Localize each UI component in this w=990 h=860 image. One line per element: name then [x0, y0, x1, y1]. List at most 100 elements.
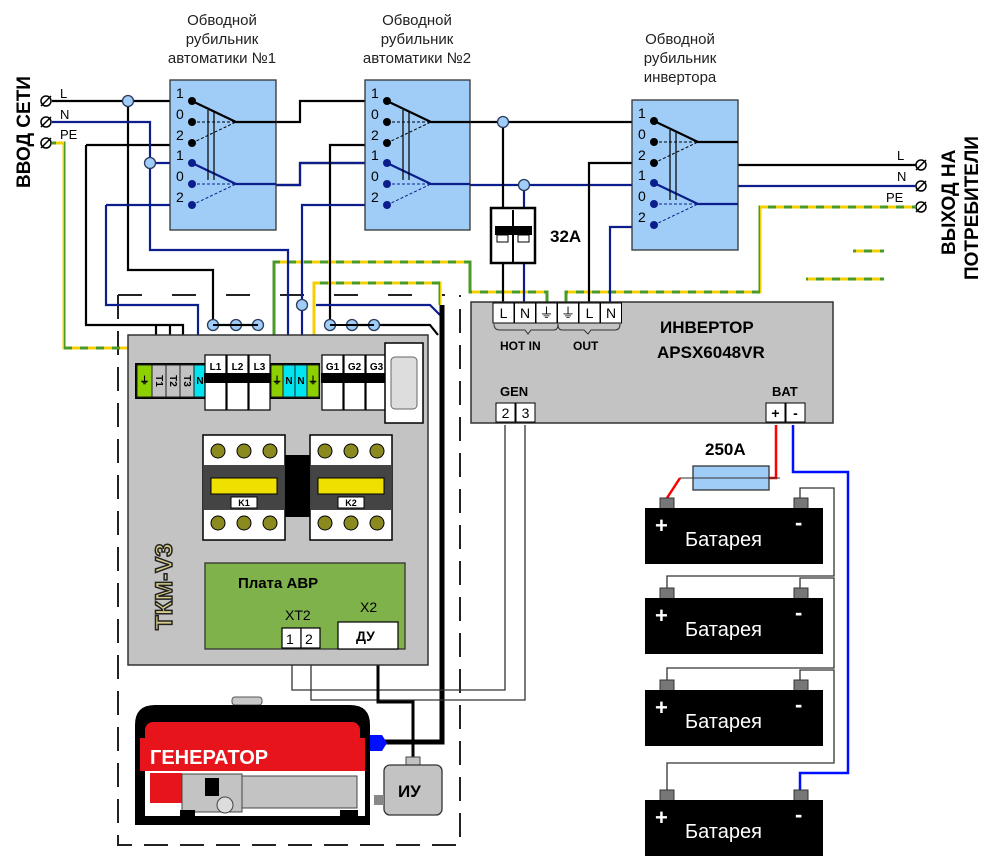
inverter-name: ИНВЕРТОР	[660, 318, 754, 337]
battery-label: Батарея	[685, 821, 762, 843]
switch-2-title: Обводной рубильник автоматики №2	[363, 12, 471, 67]
battery-minus-wire	[791, 425, 850, 790]
svg-text:N: N	[297, 376, 304, 387]
hot-in-terminal[interactable]: L	[492, 302, 515, 324]
out-terminal[interactable]: N	[600, 302, 622, 324]
hot-in-terminal[interactable]: N	[514, 302, 536, 324]
gen-control-wire-2	[291, 425, 506, 691]
svg-text:N: N	[285, 376, 292, 387]
input-label-PE: PE	[60, 127, 78, 142]
tkm-terminal-T1[interactable]: T1	[151, 364, 167, 398]
wires	[52, 99, 916, 790]
switch-position-label: 0	[176, 168, 184, 184]
gen-terminal-3[interactable]: 3	[515, 402, 536, 423]
enclosure-dashed-outline	[117, 294, 461, 846]
svg-text:инвертора: инвертора	[644, 69, 717, 86]
switch-position-label: 0	[176, 106, 184, 122]
output-label-line1: ВЫХОД НА	[939, 149, 960, 255]
switch-position-label: 1	[638, 105, 646, 121]
output-terminal-L[interactable]	[915, 159, 927, 171]
battery: +-Батарея	[645, 497, 823, 564]
fuse-250a[interactable]	[680, 465, 780, 491]
iu-actuator[interactable]: ИУ	[374, 756, 443, 816]
switch-position-label: 1	[176, 85, 184, 101]
tkm-terminal-T3[interactable]: T3	[179, 364, 195, 398]
out-terminal[interactable]: L	[578, 302, 601, 324]
svg-text:Обводной: Обводной	[645, 31, 715, 48]
battery-plus-wire	[769, 425, 778, 480]
tkm-breaker-L1[interactable]: L1	[204, 354, 227, 411]
switch-3-title: Обводной рубильник инвертора	[644, 31, 717, 86]
tkm-mid-terminal[interactable]: ⏚	[270, 364, 284, 398]
svg-text:G1: G1	[326, 362, 340, 373]
tkm-breaker-G2[interactable]: G2	[343, 354, 366, 411]
tkm-breaker-G1[interactable]: G1	[321, 354, 344, 411]
svg-text:K1: K1	[238, 498, 250, 508]
svg-text:Обводной: Обводной	[382, 12, 452, 29]
remote-start-wire	[376, 650, 415, 758]
contactor-K2[interactable]: K2	[309, 434, 393, 541]
inverter-bat-label: BAT	[772, 384, 798, 399]
input-terminal-PE[interactable]	[40, 137, 52, 149]
switch-position-label: 2	[371, 127, 379, 143]
svg-text:N: N	[606, 305, 616, 321]
tkm-mid-terminal[interactable]: N	[294, 364, 308, 398]
fuse-rating: 250A	[705, 440, 746, 459]
xt2-pin-2[interactable]: 2	[300, 627, 321, 649]
svg-text:T3: T3	[181, 375, 192, 387]
out-terminal[interactable]: ⏚	[557, 302, 579, 324]
svg-text:⏚: ⏚	[308, 375, 318, 387]
battery-plus-sign: +	[655, 805, 668, 830]
tkm-terminal-T2[interactable]: T2	[165, 364, 181, 398]
switch-position-label: 1	[176, 147, 184, 163]
xt2-label: XT2	[285, 607, 311, 623]
x2-remote-terminal[interactable]: ДУ	[337, 621, 399, 650]
svg-text:-: -	[793, 405, 798, 421]
switch-position-label: 0	[638, 188, 646, 204]
battery: +-Батарея	[645, 587, 823, 654]
xt2-pin-1[interactable]: 1	[281, 627, 302, 649]
tkm-breaker-L2[interactable]: L2	[226, 354, 249, 411]
bat-plus-terminal[interactable]: +	[765, 402, 786, 423]
svg-text:автоматики №1: автоматики №1	[168, 50, 276, 67]
ats-board-title: Плата АВР	[238, 575, 318, 592]
gen-terminal-2[interactable]: 2	[495, 402, 516, 423]
bat-minus-terminal[interactable]: -	[785, 402, 806, 423]
tkm-breaker-L3[interactable]: L3	[248, 354, 271, 411]
tkm-relay-module	[384, 342, 424, 424]
inverter-hot-in-label: HOT IN	[500, 339, 541, 353]
svg-text:⏚: ⏚	[140, 375, 150, 387]
battery: +-Батарея	[645, 789, 823, 856]
input-terminal-L[interactable]	[40, 95, 52, 107]
gen-control-wire-3	[310, 425, 526, 701]
svg-text:рубильник: рубильник	[381, 31, 454, 48]
input-terminal-N[interactable]	[40, 116, 52, 128]
switch-position-label: 1	[638, 167, 646, 183]
svg-text:G2: G2	[348, 362, 362, 373]
svg-text:⏚: ⏚	[540, 305, 554, 321]
svg-text:⏚: ⏚	[272, 375, 282, 387]
svg-text:⏚: ⏚	[561, 305, 575, 321]
svg-text:K2: K2	[345, 498, 357, 508]
output-terminal-N[interactable]	[915, 180, 927, 192]
contactor-K1[interactable]: K1	[202, 434, 286, 541]
svg-text:T1: T1	[153, 375, 164, 387]
generator: ГЕНЕРАТОР	[135, 696, 387, 825]
tkm-mid-terminal[interactable]: N	[282, 364, 296, 398]
battery: +-Батарея	[645, 679, 823, 746]
svg-text:рубильник: рубильник	[186, 31, 259, 48]
output-terminal-PE[interactable]	[915, 201, 927, 213]
switch-position-label: 2	[638, 147, 646, 163]
hot-in-terminal[interactable]: ⏚	[535, 302, 558, 324]
svg-text:L: L	[586, 305, 594, 321]
svg-text:1: 1	[286, 631, 294, 647]
breaker-32a[interactable]	[489, 206, 537, 265]
tkm-pe-terminal[interactable]: ⏚	[136, 364, 153, 398]
tkm-mid-terminal[interactable]: ⏚	[306, 364, 320, 398]
switch-position-label: 2	[638, 209, 646, 225]
pe-wire-tkm-mid	[312, 281, 442, 370]
